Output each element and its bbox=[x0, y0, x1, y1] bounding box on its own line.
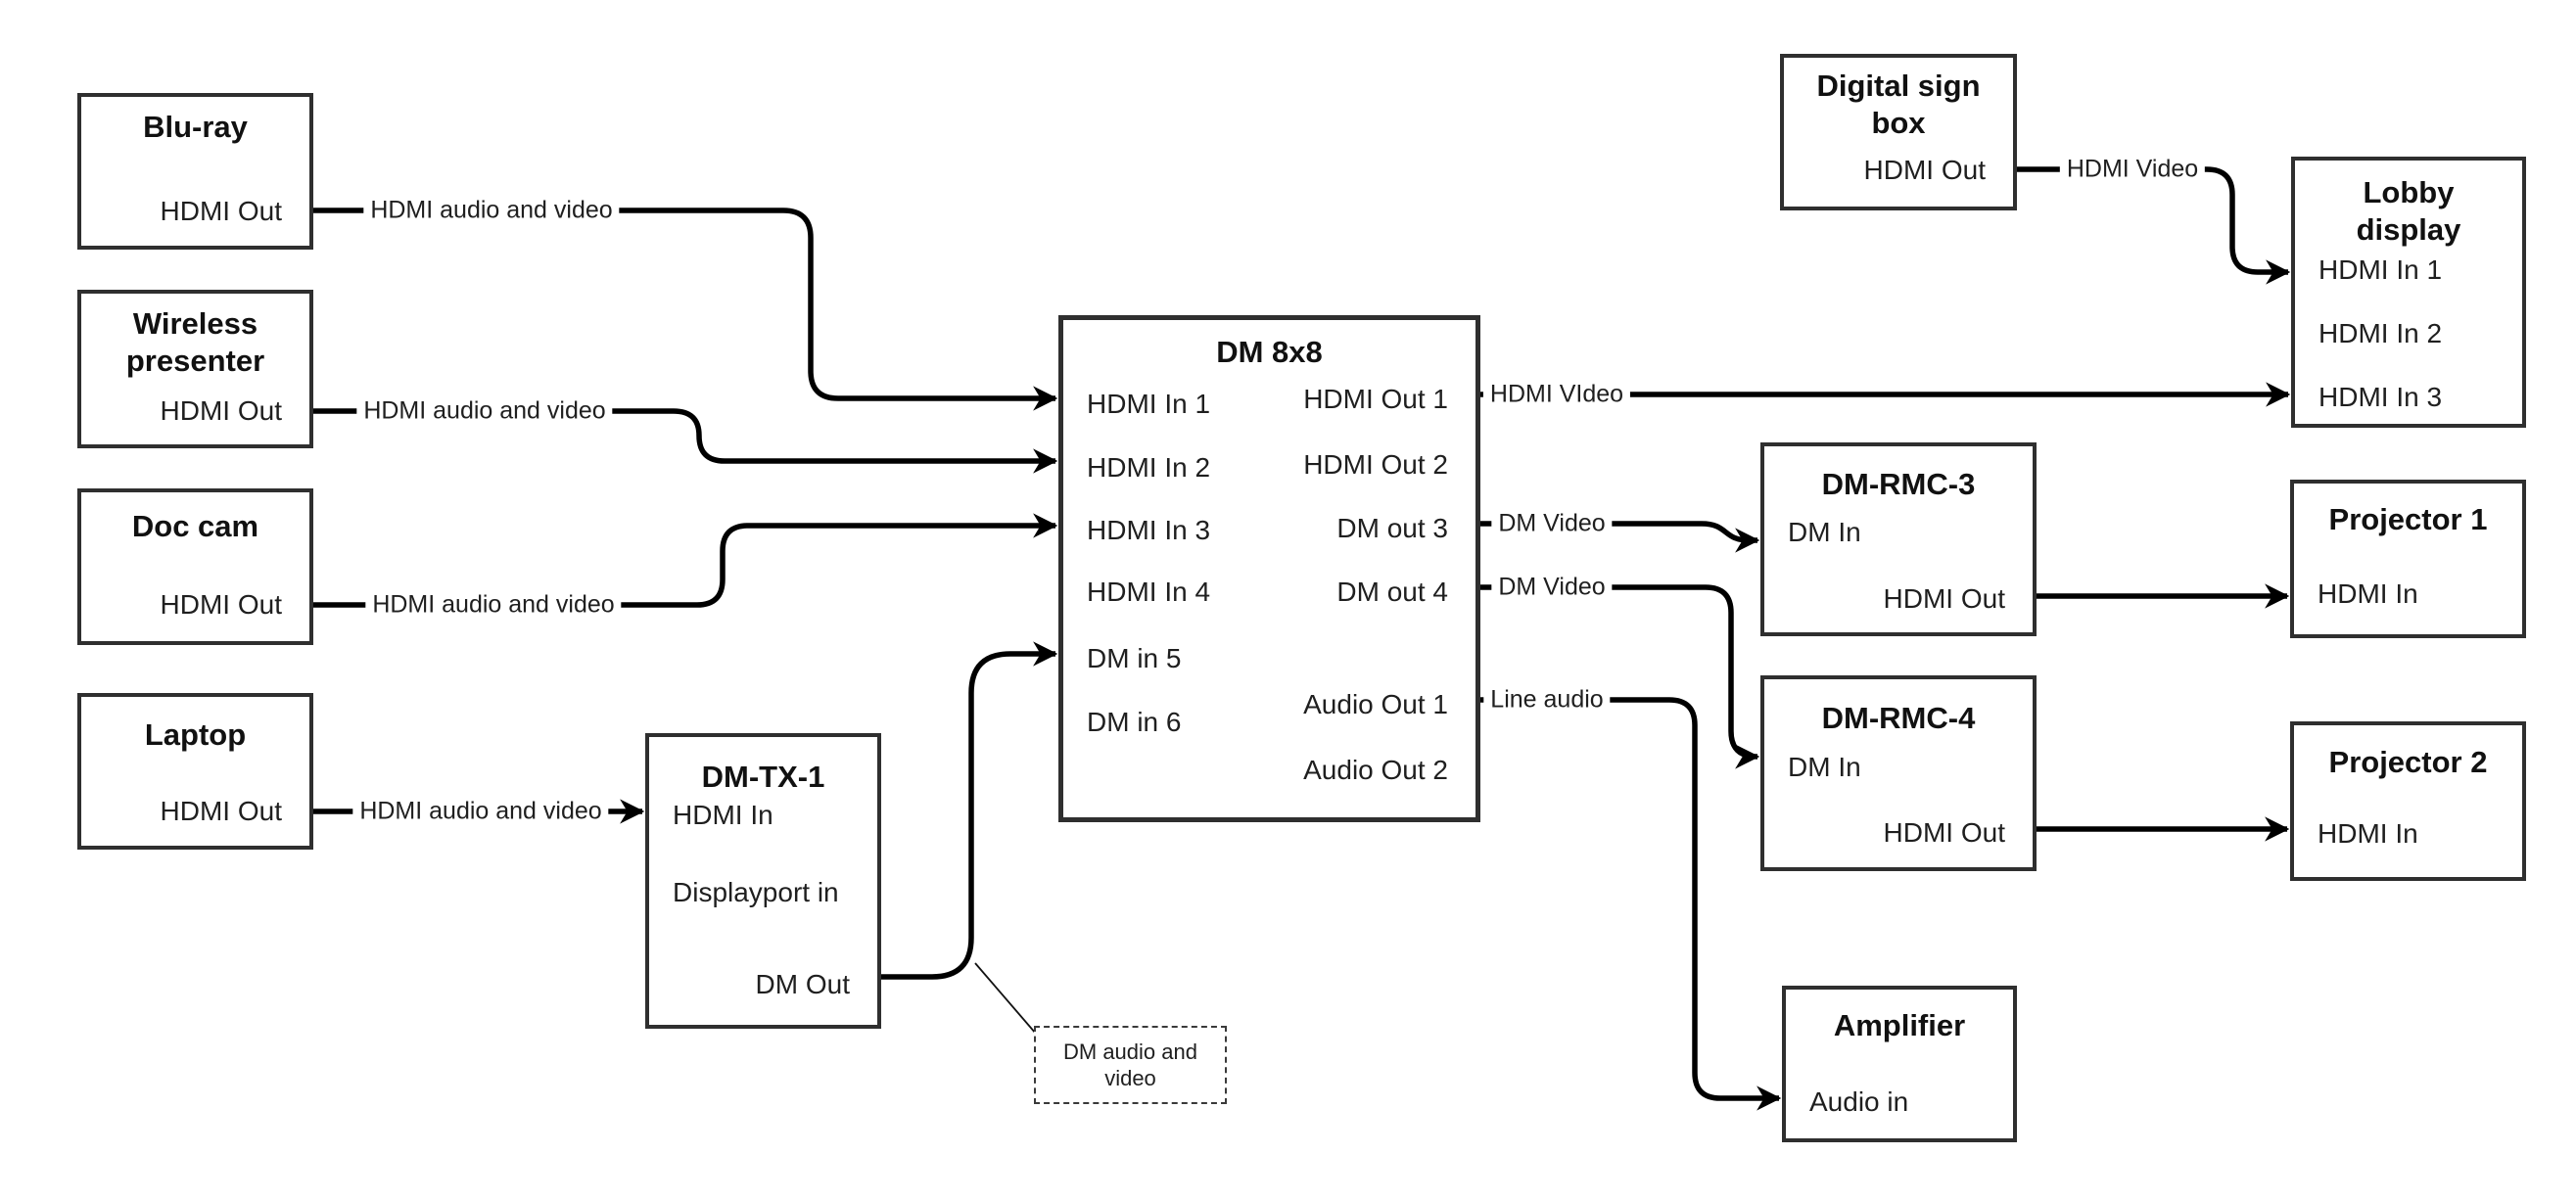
wire-dm8x8-audio1-to-amp bbox=[1480, 697, 1782, 1111]
port-hdmi-in-1: HDMI In 1 bbox=[2318, 254, 2443, 285]
device-title: DM-TX-1 bbox=[701, 760, 825, 794]
device-projector-2: Projector 2 HDMI In bbox=[2290, 721, 2526, 881]
device-title: Wireless presenter bbox=[125, 306, 265, 378]
wire-wireless-to-dm8x8-in2 bbox=[313, 408, 1058, 474]
port-dm-in-5: DM in 5 bbox=[1087, 643, 1182, 673]
port-hdmi-in: HDMI In bbox=[2318, 578, 2418, 609]
wire-label-hdmi-av-doccam: HDMI audio and video bbox=[365, 590, 622, 620]
port-hdmi-out: HDMI Out bbox=[160, 589, 282, 620]
wire-dmtx1-dmout-to-dm8x8-in5 bbox=[881, 641, 1058, 980]
port-dm-in-6: DM in 6 bbox=[1087, 707, 1182, 737]
port-hdmi-out: HDMI Out bbox=[1883, 817, 2005, 848]
device-amplifier: Amplifier Audio in bbox=[1782, 986, 2017, 1142]
port-dm-in: DM In bbox=[1788, 752, 1861, 782]
wire-label-hdmi-video-sign: HDMI Video bbox=[2059, 155, 2206, 184]
port-hdmi-in-2: HDMI In 2 bbox=[1087, 452, 1211, 483]
wire-label-hdmi-video-out1: HDMI VIdeo bbox=[1482, 380, 1631, 409]
wire-bluray-to-dm8x8-in1 bbox=[313, 208, 1058, 411]
device-title: Digital sign box bbox=[1816, 69, 1981, 140]
port-dm-out-4: DM out 4 bbox=[1336, 577, 1448, 607]
port-audio-in: Audio in bbox=[1809, 1086, 1909, 1117]
wire-label-hdmi-av-laptop: HDMI audio and video bbox=[352, 797, 609, 826]
wire-dm8x8-out4-to-dmrmc4-dmin bbox=[1480, 584, 1760, 769]
device-title: Amplifier bbox=[1833, 1008, 1966, 1042]
port-hdmi-out: HDMI Out bbox=[160, 796, 282, 826]
wire-doccam-to-dm8x8-in3 bbox=[313, 513, 1058, 608]
wire-label-hdmi-av-wireless: HDMI audio and video bbox=[356, 396, 613, 426]
device-title: DM-RMC-3 bbox=[1821, 467, 1976, 501]
device-title: Doc cam bbox=[131, 509, 259, 543]
port-audio-out-1: Audio Out 1 bbox=[1303, 689, 1448, 719]
wire-label-dm-video-out4: DM Video bbox=[1491, 573, 1613, 602]
wire-dm8x8-out3-to-dmrmc3-dmin bbox=[1480, 521, 1760, 553]
port-hdmi-out-2: HDMI Out 2 bbox=[1303, 449, 1448, 480]
device-title: Lobby display bbox=[2356, 175, 2461, 247]
device-projector-1: Projector 1 HDMI In bbox=[2290, 480, 2526, 638]
port-hdmi-in-4: HDMI In 4 bbox=[1087, 577, 1211, 607]
device-title: Laptop bbox=[144, 717, 247, 752]
port-hdmi-in-3: HDMI In 3 bbox=[1087, 515, 1211, 545]
device-digital-sign-box: Digital sign box HDMI Out bbox=[1780, 54, 2017, 210]
device-lobby-display: Lobby display HDMI In 1 HDMI In 2 HDMI I… bbox=[2291, 157, 2526, 428]
port-hdmi-out: HDMI Out bbox=[1883, 583, 2005, 614]
port-hdmi-out: HDMI Out bbox=[160, 395, 282, 426]
wire-label-dm-video-out3: DM Video bbox=[1491, 509, 1613, 538]
device-title: Projector 2 bbox=[2328, 745, 2488, 779]
annotation-dm-audio-video: DM audio and video bbox=[1034, 1026, 1227, 1104]
port-dm-out-3: DM out 3 bbox=[1336, 513, 1448, 543]
port-hdmi-in: HDMI In bbox=[2318, 818, 2418, 849]
wire-label-line-audio: Line audio bbox=[1483, 685, 1611, 715]
device-dm-rmc-4: DM-RMC-4 DM In HDMI Out bbox=[1760, 675, 2037, 871]
port-audio-out-2: Audio Out 2 bbox=[1303, 755, 1448, 785]
device-bluray: Blu-ray HDMI Out bbox=[77, 93, 313, 250]
port-hdmi-in-1: HDMI In 1 bbox=[1087, 389, 1211, 419]
device-dm-tx-1: DM-TX-1 HDMI In Displayport in DM Out bbox=[645, 733, 881, 1029]
device-dm-8x8-switcher: DM 8x8 HDMI In 1 HDMI In 2 HDMI In 3 HDM… bbox=[1058, 315, 1480, 822]
port-hdmi-in: HDMI In bbox=[673, 800, 773, 830]
port-hdmi-out: HDMI Out bbox=[1863, 155, 1986, 185]
device-dm-rmc-3: DM-RMC-3 DM In HDMI Out bbox=[1760, 442, 2037, 636]
wire-digisign-to-lobby-in1 bbox=[2017, 166, 2291, 285]
port-hdmi-in-2: HDMI In 2 bbox=[2318, 318, 2443, 348]
port-hdmi-out-1: HDMI Out 1 bbox=[1303, 384, 1448, 414]
port-hdmi-in-3: HDMI In 3 bbox=[2318, 382, 2443, 412]
device-doc-cam: Doc cam HDMI Out bbox=[77, 488, 313, 645]
device-title: Projector 1 bbox=[2328, 502, 2488, 536]
port-dm-in: DM In bbox=[1788, 517, 1861, 547]
device-title: DM-RMC-4 bbox=[1821, 701, 1976, 735]
port-dm-out: DM Out bbox=[755, 969, 850, 999]
wire-label-hdmi-av-bluray: HDMI audio and video bbox=[363, 196, 620, 225]
port-displayport-in: Displayport in bbox=[673, 877, 839, 907]
port-hdmi-out: HDMI Out bbox=[160, 196, 282, 226]
note-leader-line bbox=[974, 962, 1037, 1035]
device-laptop: Laptop HDMI Out bbox=[77, 693, 313, 850]
device-title: Blu-ray bbox=[143, 110, 248, 144]
device-wireless-presenter: Wireless presenter HDMI Out bbox=[77, 290, 313, 448]
device-title: DM 8x8 bbox=[1216, 335, 1323, 369]
